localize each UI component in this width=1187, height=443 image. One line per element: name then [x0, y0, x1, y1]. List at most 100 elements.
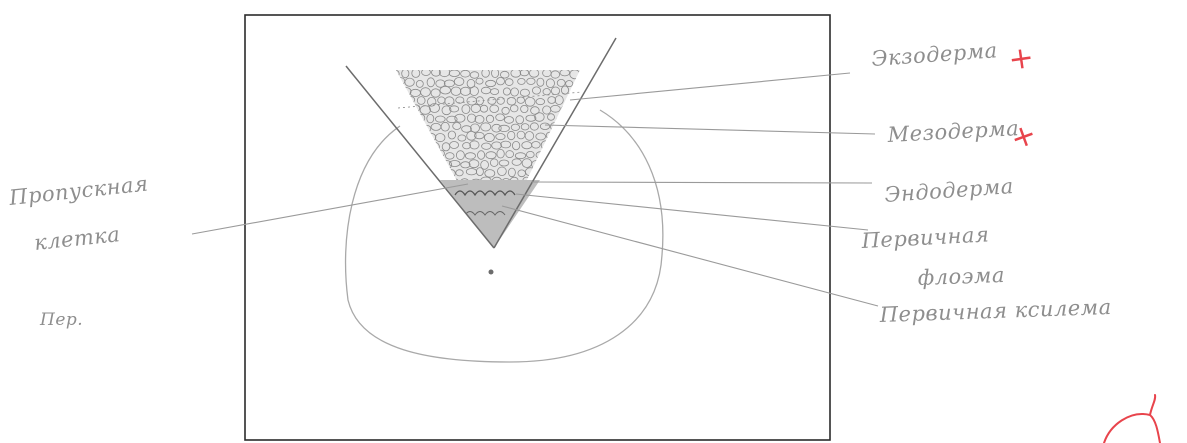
tissue-cell: [426, 205, 436, 212]
tissue-cell: [431, 213, 440, 220]
tissue-cell: [520, 231, 530, 240]
tissue-cell: [431, 233, 439, 241]
tissue-cell: [403, 215, 412, 223]
tissue-cell: [402, 123, 409, 130]
tissue-cell: [527, 224, 536, 232]
tissue-cell: [558, 151, 565, 159]
tissue-cell: [562, 233, 570, 241]
tissue-cell: [438, 221, 445, 229]
label-side-note: Пер.: [39, 310, 83, 330]
tissue-cell: [452, 214, 463, 220]
tissue-cell: [557, 240, 566, 247]
tissue-cell: [440, 233, 449, 239]
tissue-cell: [557, 206, 567, 213]
tissue-cell: [435, 203, 443, 211]
tissue-cell: [582, 233, 589, 242]
label-primary-phloem-line2: флоэма: [917, 263, 1005, 290]
tissue-cell: [572, 233, 582, 240]
tissue-cell: [417, 134, 425, 142]
tissue-cell: [431, 160, 440, 169]
tissue-cell: [405, 170, 415, 177]
tissue-cell: [587, 204, 595, 211]
tissue-cell: [410, 177, 420, 184]
tissue-cell: [546, 167, 556, 175]
tissue-cell: [578, 187, 586, 194]
tissue-cell: [564, 240, 574, 248]
tissue-cell: [570, 89, 580, 95]
tissue-cell: [582, 106, 590, 114]
tissue-cell: [452, 232, 460, 239]
tissue-cell: [578, 242, 586, 249]
tissue-cell: [563, 142, 570, 148]
tissue-cell: [580, 161, 590, 168]
tissue-cell: [577, 134, 585, 140]
tissue-cell: [414, 242, 424, 250]
tissue-cell: [392, 176, 400, 184]
tissue-cell: [436, 241, 444, 247]
tissue-cell: [454, 242, 464, 248]
tissue-cell: [555, 169, 565, 176]
tissue-cell: [554, 222, 564, 229]
tissue-cell: [436, 167, 445, 175]
tissue-cell: [576, 115, 583, 122]
tissue-cell: [458, 223, 465, 229]
tissue-cell: [395, 151, 404, 158]
tissue-cell: [584, 115, 594, 123]
tissue-cell: [547, 224, 555, 230]
tissue-cell: [398, 240, 405, 249]
tissue-cell: [532, 232, 539, 239]
tissue-cell: [587, 149, 594, 158]
label-passage-cell-line1: Пропускная: [7, 172, 149, 211]
tissue-cell: [506, 242, 516, 249]
tissue-cell: [460, 230, 470, 238]
tissue-cell: [430, 142, 439, 151]
tissue-cell: [426, 222, 436, 229]
tissue-cell: [407, 114, 414, 121]
tissue-cell: [572, 141, 581, 148]
label-mesoderm: Мезодерма: [886, 116, 1020, 147]
tissue-cell: [567, 98, 576, 104]
tissue-cell: [411, 124, 420, 132]
tissue-cell: [402, 159, 410, 166]
label-primary-phloem-line1: Первичная: [860, 222, 990, 253]
leader-mesoderm: [545, 125, 875, 134]
tissue-cell: [428, 240, 435, 247]
tissue-cell: [412, 213, 421, 220]
tissue-cell: [571, 214, 579, 220]
tissue-cell: [516, 242, 526, 248]
tissue-cell: [536, 224, 545, 232]
tissue-cell: [553, 158, 560, 167]
tissue-cell: [391, 140, 400, 148]
tissue-cell: [441, 215, 448, 223]
tissue-cell: [446, 203, 454, 212]
tissue-cell: [405, 149, 415, 156]
tissue-cell: [418, 204, 427, 211]
tissue-cell: [561, 197, 569, 205]
tissue-cell: [396, 169, 406, 178]
tissue-cell: [576, 204, 584, 212]
tissue-cell: [583, 143, 590, 150]
tissue-cell: [420, 214, 429, 221]
tissue-cell: [467, 241, 477, 250]
label-exoderm: Экзодерма: [871, 38, 999, 71]
label-endoderm: Эндодерма: [884, 174, 1015, 207]
tissue-cell: [407, 222, 416, 230]
tissue-cell: [571, 176, 580, 184]
red-signature: [1104, 395, 1160, 443]
tissue-cell: [407, 204, 417, 211]
tissue-cell: [420, 195, 428, 202]
leader-exoderm: [570, 73, 850, 100]
tissue-cell: [566, 134, 574, 141]
tissue-cell: [555, 188, 564, 195]
tissue-cell: [402, 144, 410, 151]
tissue-cell: [565, 187, 572, 193]
tissue-cell: [413, 160, 421, 168]
tissue-cell: [509, 231, 519, 237]
tissue-cell: [518, 222, 525, 230]
tissue-cell: [395, 222, 404, 228]
tissue-cell: [442, 196, 452, 204]
tissue-cell: [423, 142, 430, 150]
tissue-cell: [561, 176, 571, 185]
tissue-cell: [391, 214, 400, 221]
tissue-cell: [586, 186, 594, 194]
